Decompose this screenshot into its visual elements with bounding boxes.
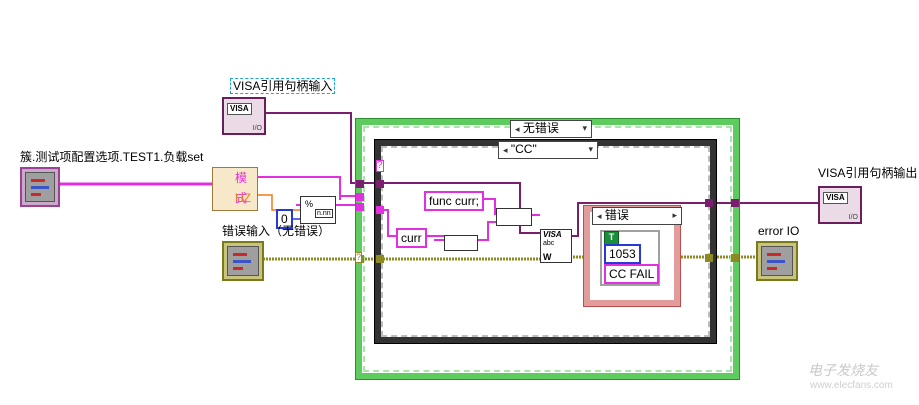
outer-case-selector-label: 无错误: [522, 121, 559, 135]
unbundle-hz-row: HZ: [235, 191, 251, 205]
format-node-glyph: %: [305, 199, 314, 209]
selector-dropdown-icon[interactable]: ▾: [588, 144, 593, 154]
cluster-icon: [25, 172, 55, 202]
error-icon: [761, 246, 793, 276]
visa-wire-segment: [570, 202, 818, 237]
string-wire-segment: [483, 198, 496, 215]
error-case-selector[interactable]: ◂ 错误 ▸: [592, 207, 682, 225]
inner-case-selector[interactable]: ◂ "CC" ▾: [498, 141, 598, 159]
visa-tunnel: [705, 199, 713, 207]
case-selector-terminal[interactable]: ?: [376, 160, 384, 172]
error-icon-bar: [767, 260, 785, 263]
error-icon-bar: [767, 253, 781, 256]
cluster-icon-bar: [31, 186, 49, 189]
io-label: I/O: [252, 125, 262, 132]
string-wire-segment: [254, 176, 362, 197]
error-case-selector-label: 错误: [604, 208, 629, 222]
io-label: I/O: [848, 214, 858, 221]
selector-dropdown-icon[interactable]: ▸: [672, 210, 677, 220]
visa-output-terminal[interactable]: VISA I/O: [818, 186, 862, 224]
error-output-terminal[interactable]: [756, 241, 798, 281]
error-tunnel: [731, 254, 739, 262]
visa-output-label: VISA引用句柄输出: [818, 166, 918, 180]
cluster-terminal[interactable]: [20, 167, 60, 207]
outer-case-selector[interactable]: ◂ 无错误 ▾: [510, 120, 592, 138]
unbundle-mode-row: 模式: [235, 171, 248, 205]
inner-case-selector-label: "CC": [510, 142, 537, 156]
error-icon-bar: [233, 260, 251, 263]
code-constant[interactable]: 1053: [604, 244, 641, 264]
watermark-text: 电子发烧友: [808, 362, 878, 378]
visa-write-title: VISA: [543, 230, 562, 239]
cluster-label: 簇.测试项配置选项.TEST1.负载set: [20, 150, 204, 164]
visa-wire-segment: [262, 112, 362, 184]
error-tunnel: [376, 255, 384, 263]
curr-constant[interactable]: curr: [396, 228, 427, 248]
string-tunnel: [356, 193, 364, 201]
selector-prev-icon[interactable]: ◂: [597, 211, 602, 221]
cluster-icon-bar: [31, 179, 45, 182]
numeric-wire: [254, 194, 302, 211]
selector-prev-icon[interactable]: ◂: [503, 145, 508, 155]
error-icon: [227, 246, 259, 276]
watermark-url: www.elecfans.com: [810, 380, 893, 391]
error-input-terminal[interactable]: [222, 241, 264, 281]
error-icon-bar: [233, 253, 247, 256]
visa-input-terminal[interactable]: VISA I/O: [222, 97, 266, 135]
error-icon-bar: [233, 267, 243, 270]
visa-input-label: VISA引用句柄输入: [230, 78, 336, 94]
visa-tunnel: [731, 199, 739, 207]
zero-constant[interactable]: 0: [276, 209, 293, 229]
visa-tunnel: [376, 180, 384, 188]
string-tunnel: [356, 203, 364, 211]
concat-string-node[interactable]: [496, 208, 532, 226]
visa-write-abc: abc: [543, 240, 555, 247]
visa-write-node[interactable]: VISA abc W: [540, 229, 572, 263]
concat-string-node[interactable]: [444, 235, 478, 251]
visa-tunnel: [356, 180, 364, 188]
format-node-glyph: n.nn: [315, 209, 333, 218]
string-wire-segment: [475, 221, 496, 241]
error-tunnel: [705, 254, 713, 262]
func-curr-constant[interactable]: func curr;: [424, 191, 485, 211]
visa-input-icon: VISA: [227, 103, 252, 115]
status-true-constant[interactable]: T: [604, 231, 619, 245]
error-icon-bar: [767, 267, 777, 270]
string-tunnel: [376, 206, 384, 214]
visa-output-icon: VISA: [823, 192, 848, 204]
selector-prev-icon[interactable]: ◂: [515, 124, 520, 134]
cluster-icon-bar: [31, 193, 41, 196]
error-input-label: 错误输入（无错误）: [222, 224, 331, 238]
format-into-string-node[interactable]: % n.nn: [300, 196, 336, 224]
message-constant[interactable]: CC FAIL: [604, 264, 660, 284]
selector-dropdown-icon[interactable]: ▾: [582, 123, 587, 133]
error-output-label: error IO: [758, 224, 800, 238]
visa-write-w: W: [543, 252, 552, 262]
numeric-wire-segment: [254, 194, 302, 211]
error-selector-terminal[interactable]: ?: [355, 252, 363, 263]
unbundle-by-name-node[interactable]: 模式 HZ: [212, 167, 258, 211]
